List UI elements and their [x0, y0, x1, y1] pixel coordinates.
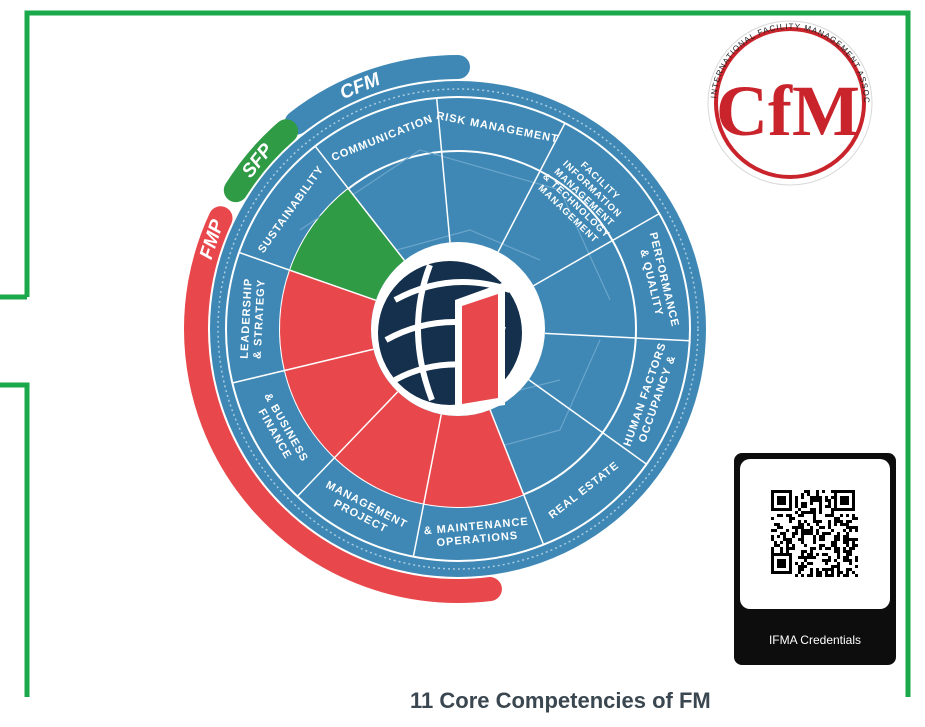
qr-code-panel [740, 459, 890, 609]
fmp-tier-arc [184, 206, 502, 603]
sector-divider [412, 414, 443, 557]
sector-dividers [232, 97, 690, 557]
competency-label-line: & STRATEGY [252, 279, 268, 360]
competency-label-line: LEADERSHIP [239, 278, 255, 359]
sfp-tier-arc [223, 119, 299, 203]
sector-finance [284, 349, 398, 458]
credential-tiers [184, 55, 502, 603]
sector-divider [533, 212, 660, 287]
sector-leadership [280, 270, 376, 371]
qr-card[interactable]: IFMA Credentials [734, 453, 896, 665]
competency-sectors [280, 188, 524, 508]
frame-border-top [24, 10, 911, 697]
wheel-dotted-ring [217, 88, 699, 570]
sector-divider [544, 332, 690, 342]
sector-sustainability [289, 188, 405, 301]
qr-caption: IFMA Credentials [768, 633, 862, 647]
logo-letters: CfM [716, 71, 860, 151]
competency-label-leadership: LEADERSHIP& STRATEGY [239, 278, 268, 360]
sector-divider [435, 97, 451, 243]
sector-divider [238, 251, 377, 301]
ifma-center-emblem [371, 242, 545, 416]
qr-code [771, 490, 858, 577]
sector-divider [232, 348, 374, 384]
diagram-title: 11 Core Competencies of FM [410, 688, 711, 713]
cfm-tier-arc [284, 55, 470, 135]
sector-divider [497, 122, 566, 253]
sector-operations [423, 409, 524, 508]
frame-border-left-lower [0, 382, 30, 697]
sector-divider [528, 379, 647, 465]
wheel-label-ring-border [225, 96, 691, 562]
sector-project-management [334, 391, 442, 504]
sector-divider [489, 409, 545, 545]
sector-divider [296, 391, 399, 497]
sector-divider [314, 145, 406, 261]
